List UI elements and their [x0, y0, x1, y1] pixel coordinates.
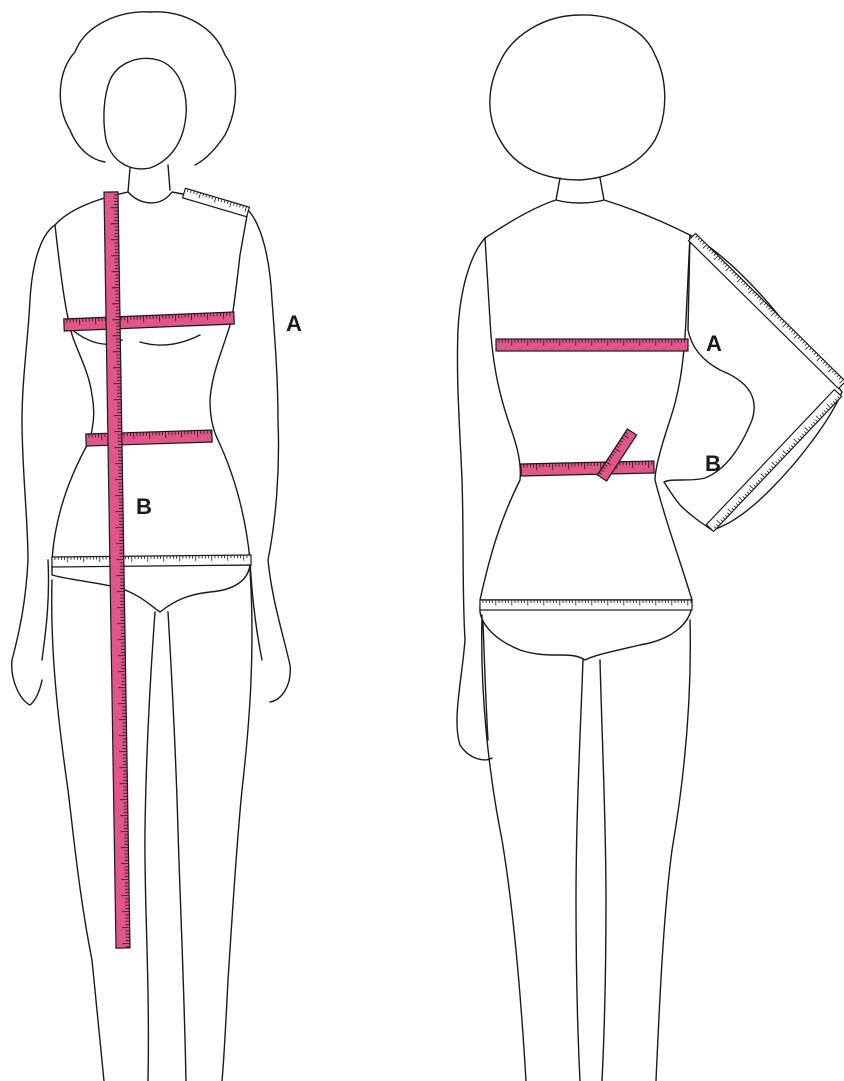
front-figure [12, 12, 291, 1081]
back-bust-tape [496, 339, 688, 351]
back-label-a: A [706, 333, 722, 355]
back-figure [457, 15, 842, 1081]
front-label-b: B [136, 496, 152, 518]
back-underwear [480, 605, 692, 660]
back-left-arm [457, 238, 492, 760]
front-label-a: A [286, 313, 302, 335]
front-face [104, 58, 186, 168]
front-neck [128, 165, 170, 192]
back-torso [480, 200, 692, 600]
back-hip-tape [480, 600, 692, 610]
back-label-b: B [705, 453, 721, 475]
front-hip-tape [52, 555, 251, 567]
front-legs [52, 570, 252, 1081]
back-neck [556, 178, 604, 200]
front-left-arm [12, 225, 55, 705]
front-underwear [52, 565, 250, 612]
back-legs [482, 615, 691, 1081]
back-hair [490, 15, 665, 180]
back-waist-tape [521, 461, 654, 476]
front-right-arm [248, 210, 290, 702]
